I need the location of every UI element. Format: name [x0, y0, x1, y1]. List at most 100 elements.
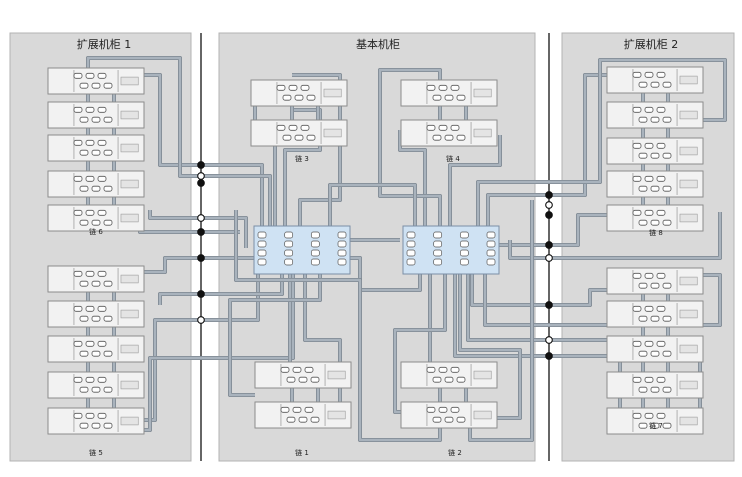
storage-controller-left-hba-port-3-1 — [337, 240, 347, 248]
rail-junction-right-1 — [545, 201, 553, 209]
rail-junction-right-4 — [545, 254, 553, 262]
cable-hba-to-right-bottom — [483, 270, 722, 327]
disk-shelf-right-upper-3-port-5 — [662, 152, 672, 159]
disk-shelf-left-lower-3-port-4 — [91, 350, 101, 357]
disk-shelf-right-upper-4-port-1 — [644, 175, 654, 182]
disk-shelf-right-lower-1-port-0 — [632, 272, 642, 279]
disk-shelf-right-lower-2 — [606, 300, 704, 328]
disk-shelf-chain1-2-port-0 — [280, 406, 290, 413]
disk-shelf-right-upper-5-port-3 — [638, 219, 648, 226]
disk-shelf-left-lower-5-port-1 — [85, 412, 95, 419]
disk-shelf-left-lower-4-port-3 — [79, 386, 89, 393]
disk-shelf-left-upper-4-port-3 — [79, 185, 89, 192]
rail-junction-left-1 — [197, 172, 205, 180]
storage-controller-left-hba-port-2-0 — [310, 231, 320, 239]
storage-controller-left-hba-port-1-2 — [284, 249, 294, 257]
chain-label-6: 链 6 — [89, 227, 103, 236]
disk-shelf-left-lower-3 — [47, 335, 145, 363]
disk-shelf-left-lower-4 — [47, 371, 145, 399]
disk-shelf-right-upper-5-port-4 — [650, 219, 660, 226]
disk-shelf-left-upper-1-body — [47, 67, 145, 95]
storage-controller-left-hba-port-0-0 — [257, 231, 267, 239]
storage-controller-left-hba-port-1-1 — [284, 240, 294, 248]
cabinet-right-title: 扩展机柜 2 — [624, 37, 679, 51]
disk-shelf-left-lower-4-port-2 — [97, 376, 107, 383]
storage-controller-right-hba-port-0-2 — [406, 249, 416, 257]
storage-controller-left — [253, 225, 351, 275]
disk-shelf-right-lower-5-port-3 — [638, 422, 648, 429]
disk-shelf-chain1-2 — [254, 401, 352, 429]
disk-shelf-right-lower-1 — [606, 267, 704, 295]
storage-controller-left-hba-port-3-0 — [337, 231, 347, 239]
disk-shelf-right-upper-5-psu — [679, 213, 698, 223]
chain-label-4: 链 4 — [446, 154, 460, 163]
disk-shelf-right-lower-2-port-0 — [632, 305, 642, 312]
disk-shelf-chain3-1-port-5 — [306, 94, 316, 101]
disk-shelf-chain2-1-port-3 — [432, 376, 442, 383]
storage-controller-left-hba-port-0-2 — [257, 249, 267, 257]
rail-junction-left-7 — [197, 316, 205, 324]
storage-controller-left-hba-port-2-1 — [310, 240, 320, 248]
disk-shelf-chain3-1-port-0 — [276, 84, 286, 91]
disk-shelf-right-upper-4 — [606, 170, 704, 198]
disk-shelf-left-lower-2-port-2 — [97, 305, 107, 312]
disk-shelf-right-upper-4-port-4 — [650, 185, 660, 192]
disk-shelf-left-lower-1-psu — [120, 274, 139, 284]
disk-shelf-chain4-1-port-0 — [426, 84, 436, 91]
disk-shelf-left-upper-1-port-3 — [79, 82, 89, 89]
disk-shelf-right-lower-2-port-3 — [638, 315, 648, 322]
storage-controller-right-hba-port-0-3 — [406, 258, 416, 266]
disk-shelf-right-lower-4 — [606, 371, 704, 399]
disk-shelf-left-lower-3-port-5 — [103, 350, 113, 357]
disk-shelf-chain3-1-port-1 — [288, 84, 298, 91]
disk-shelf-right-lower-5-port-5 — [662, 422, 672, 429]
disk-shelf-right-lower-2-port-4 — [650, 315, 660, 322]
storage-controller-left-hba-port-1-3 — [284, 258, 294, 266]
disk-shelf-chain1-1-psu — [327, 370, 346, 380]
disk-shelf-chain3-1-port-3 — [282, 94, 292, 101]
disk-shelf-left-lower-3-body — [47, 335, 145, 363]
disk-shelf-chain3-2-port-5 — [306, 134, 316, 141]
disk-shelf-right-lower-3-port-3 — [638, 350, 648, 357]
cable-center-bottom-loop — [234, 210, 442, 442]
disk-shelf-chain1-2-port-4 — [298, 416, 308, 423]
cable-hba-to-chain2-b — [393, 272, 447, 414]
disk-shelf-left-upper-3-port-2 — [97, 139, 107, 146]
disk-shelf-chain3-1-port-2 — [300, 84, 310, 91]
cable-hba-to-chain3-b — [283, 108, 322, 230]
device-layer — [47, 66, 704, 435]
cable-controller-crosslink-c — [328, 183, 417, 226]
disk-shelf-right-upper-1-port-1 — [644, 71, 654, 78]
disk-shelf-right-upper-3 — [606, 137, 704, 165]
disk-shelf-left-lower-3-psu — [120, 344, 139, 354]
disk-shelf-left-upper-1-port-4 — [91, 82, 101, 89]
disk-shelf-chain1-2-port-5 — [310, 416, 320, 423]
disk-shelf-left-upper-4-port-4 — [91, 185, 101, 192]
disk-shelf-right-lower-2-psu — [679, 309, 698, 319]
disk-shelf-chain1-1-port-2 — [304, 366, 314, 373]
disk-shelf-right-lower-5-port-2 — [656, 412, 666, 419]
disk-shelf-chain4-2 — [400, 119, 498, 147]
disk-shelf-chain1-1-port-1 — [292, 366, 302, 373]
disk-shelf-left-upper-3-port-5 — [103, 149, 113, 156]
disk-shelf-left-upper-3-port-0 — [73, 139, 83, 146]
disk-shelf-left-lower-4-psu — [120, 380, 139, 390]
disk-shelf-chain3-2-port-2 — [300, 124, 310, 131]
disk-shelf-chain3-2-port-1 — [288, 124, 298, 131]
disk-shelf-left-lower-1-port-5 — [103, 280, 113, 287]
disk-shelf-right-lower-3-port-5 — [662, 350, 672, 357]
disk-shelf-right-upper-1-port-4 — [650, 81, 660, 88]
disk-shelf-chain3-2-port-4 — [294, 134, 304, 141]
storage-controller-right-hba-port-3-0 — [486, 231, 496, 239]
disk-shelf-right-lower-2-port-1 — [644, 305, 654, 312]
cable-hba-to-left-top-b — [86, 56, 272, 232]
disk-shelf-right-upper-3-port-3 — [638, 152, 648, 159]
disk-shelf-right-upper-5-port-2 — [656, 209, 666, 216]
storage-controller-left-body — [253, 225, 351, 275]
disk-shelf-left-upper-5-port-1 — [85, 209, 95, 216]
disk-shelf-right-upper-2-port-5 — [662, 116, 672, 123]
cabinet-center-title: 基本机柜 — [356, 37, 400, 51]
disk-shelf-left-lower-1-port-3 — [79, 280, 89, 287]
chain-label-7: 链 7 — [649, 421, 663, 430]
disk-shelf-left-upper-5 — [47, 204, 145, 232]
